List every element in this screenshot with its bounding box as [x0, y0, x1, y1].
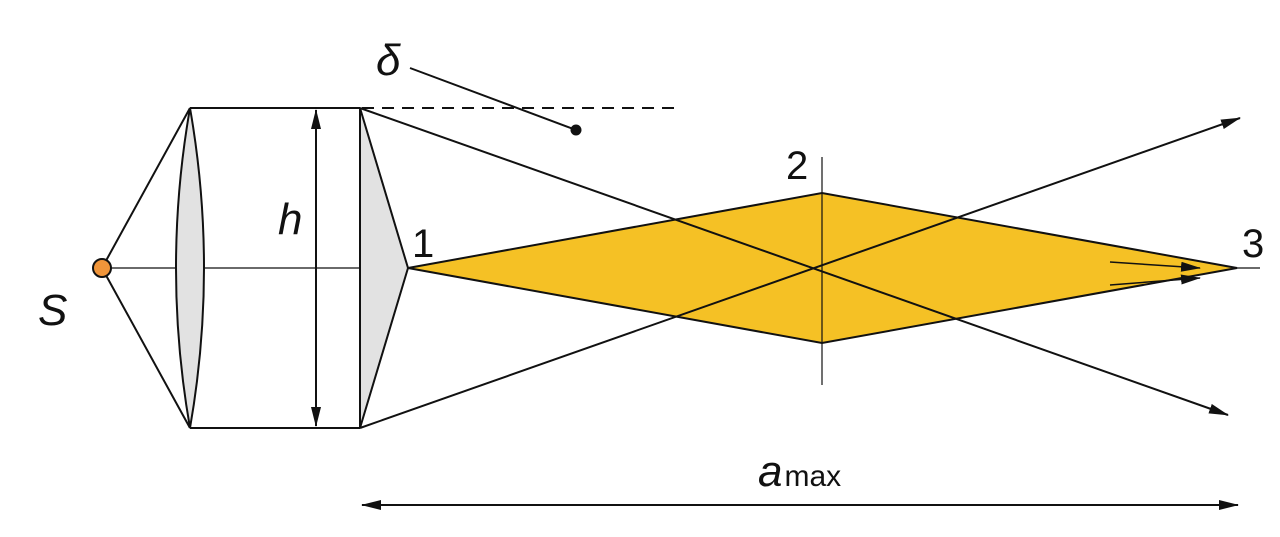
source-ray-lower — [101, 267, 191, 429]
distance-label-subscript: max — [784, 460, 841, 493]
axis-ray-arrow-lower — [1109, 274, 1201, 286]
source-ray-upper — [101, 107, 191, 269]
distance-label: amax — [758, 447, 841, 496]
delta-label: δ — [376, 36, 401, 85]
delta-point — [570, 124, 582, 136]
height-label: h — [278, 195, 302, 244]
refracted-ray-upper — [359, 107, 1229, 416]
source-label: S — [38, 286, 67, 335]
point1-label: 1 — [412, 222, 434, 266]
refracted-ray-lower — [359, 117, 1241, 429]
point3-label: 3 — [1242, 222, 1264, 266]
collimating-lens — [175, 107, 205, 429]
axicon-lens — [359, 107, 410, 429]
distance-label-main: a — [758, 447, 782, 496]
point2-label: 2 — [786, 144, 808, 188]
axis-ray-arrow-upper — [1109, 261, 1201, 272]
delta-pointer-line — [409, 67, 577, 131]
point-source — [92, 258, 112, 278]
